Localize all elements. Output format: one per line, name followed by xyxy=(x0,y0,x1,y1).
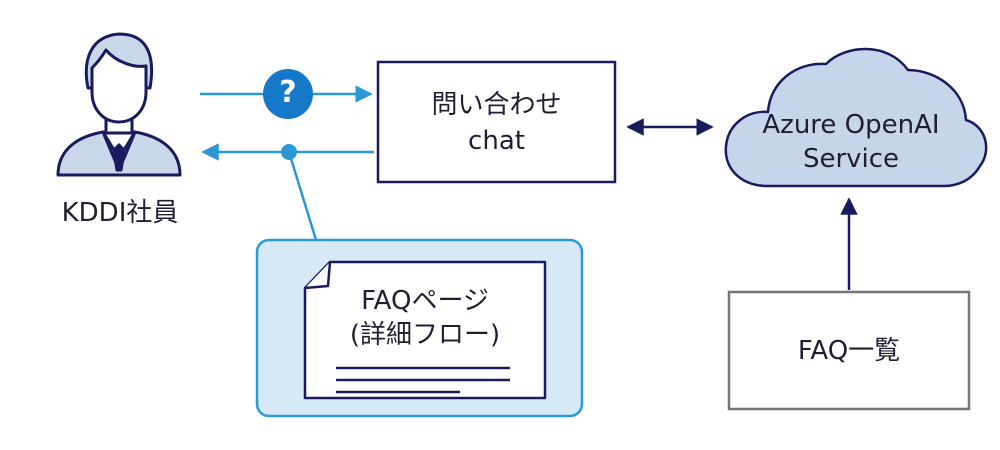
faq-page-label-line2: (詳細フロー) xyxy=(349,320,501,350)
chat-box xyxy=(376,60,617,184)
azure-label-line2: Service xyxy=(802,144,900,174)
question-badge-symbol: ? xyxy=(279,75,297,110)
chat-label-line1: 問い合わせ xyxy=(431,90,562,120)
document-icon xyxy=(303,260,547,400)
employee-label: KDDI社員 xyxy=(61,198,179,228)
connector-dot xyxy=(281,144,297,160)
cloud-icon xyxy=(724,47,988,188)
faq-connector-line xyxy=(287,151,318,241)
faq-page-label-line1: FAQページ xyxy=(361,286,489,316)
person-icon xyxy=(56,32,182,177)
chat-label-line2: chat xyxy=(468,126,525,156)
question-badge xyxy=(263,69,313,119)
azure-label-line1: Azure OpenAI xyxy=(762,110,940,140)
faq-list-box xyxy=(727,290,971,411)
faq-list-label: FAQ一覧 xyxy=(797,336,901,366)
